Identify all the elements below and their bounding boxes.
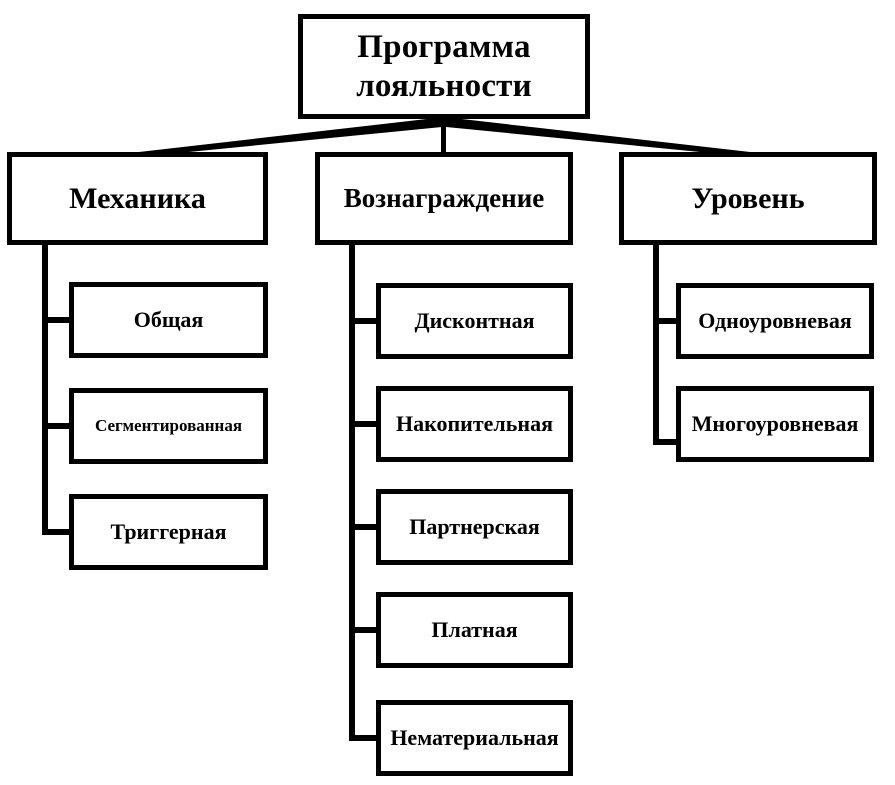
node-leaf-triggernaya[interactable]: Триггерная <box>69 494 268 570</box>
stem-uroven <box>653 245 659 445</box>
connector-mehanika-obshchaya <box>42 317 72 323</box>
node-branch-uroven-label: Уровень <box>691 181 805 215</box>
node-leaf-obshchaya-label: Общая <box>133 307 204 333</box>
node-root-line1: Программа <box>357 28 531 65</box>
node-leaf-nematerialnaya[interactable]: Нематериальная <box>376 700 573 776</box>
node-leaf-segmentirovannaya[interactable]: Сегментированная <box>69 388 268 464</box>
node-leaf-odnourovnevaya-label: Одноуровневая <box>698 308 852 334</box>
node-leaf-nematerialnaya-label: Нематериальная <box>390 725 559 751</box>
node-leaf-triggernaya-label: Триггерная <box>110 519 227 545</box>
stem-voznagrazhdenie <box>349 245 355 741</box>
node-leaf-diskontnaya-label: Дисконтная <box>414 308 535 334</box>
node-leaf-partnerskaya-label: Партнерская <box>409 514 540 540</box>
node-leaf-obshchaya[interactable]: Общая <box>69 282 268 358</box>
connector-voznagrazhdenie-platnaya <box>349 627 379 633</box>
node-leaf-nakopitelnaya-label: Накопительная <box>396 411 553 437</box>
node-leaf-nakopitelnaya[interactable]: Накопительная <box>376 386 573 462</box>
node-leaf-platnaya-label: Платная <box>431 617 518 643</box>
node-branch-voznagrazhdenie[interactable]: Вознаграждение <box>315 152 573 245</box>
node-branch-voznagrazhdenie-label: Вознаграждение <box>343 182 545 213</box>
connector-voznagrazhdenie-nakopitelnaya <box>349 421 379 427</box>
node-leaf-segmentirovannaya-label: Сегментированная <box>94 415 243 435</box>
connector-mehanika-segmentirovannaya <box>42 423 72 429</box>
node-leaf-partnerskaya[interactable]: Партнерская <box>376 489 573 565</box>
node-leaf-mnogourovnevaya[interactable]: Многоуровневая <box>676 386 874 462</box>
node-root-line2: лояльности <box>356 67 532 104</box>
connector-root-to-voznagrazhdenie <box>441 117 446 156</box>
connector-mehanika-triggernaya <box>42 529 72 535</box>
node-leaf-platnaya[interactable]: Платная <box>376 592 573 668</box>
connector-voznagrazhdenie-diskontnaya <box>349 318 379 324</box>
connector-voznagrazhdenie-nematerialnaya <box>349 735 379 741</box>
connector-root-to-mehanika <box>139 117 452 156</box>
node-branch-mehanika[interactable]: Механика <box>7 152 268 245</box>
connector-voznagrazhdenie-partnerskaya <box>349 524 379 530</box>
stem-mehanika <box>42 245 48 535</box>
node-branch-uroven[interactable]: Уровень <box>619 152 877 245</box>
node-branch-mehanika-label: Механика <box>69 181 206 215</box>
node-leaf-mnogourovnevaya-label: Многоуровневая <box>691 411 859 437</box>
node-leaf-diskontnaya[interactable]: Дисконтная <box>376 283 573 359</box>
node-leaf-odnourovnevaya[interactable]: Одноуровневая <box>676 283 874 359</box>
connector-root-to-uroven <box>436 117 750 156</box>
